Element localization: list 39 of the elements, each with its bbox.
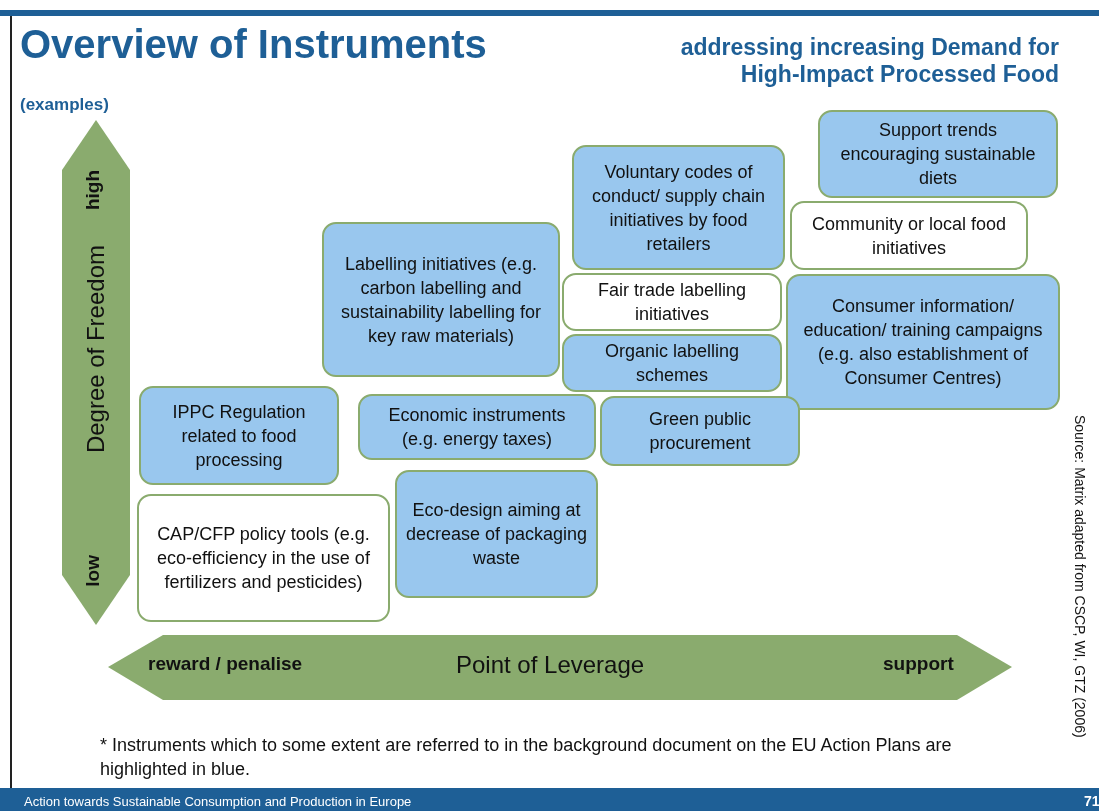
axis-end-label: support [883, 653, 954, 675]
source-note: Source: Matrix adapted from CSCP, WI, GTZ (2006) [1072, 415, 1088, 738]
instrument-box [137, 494, 390, 622]
axis-arrow [62, 120, 130, 625]
instrument-label: Green public procurement [647, 408, 753, 455]
axis-title: Point of Leverage [456, 651, 645, 679]
instrument-label: Voluntary codes of conduct/ supply chain initiatives by food retailers [590, 160, 767, 256]
instrument-label: IPPC Regulation related to food processing [171, 400, 307, 472]
instrument-box [572, 145, 785, 270]
instrument-box [600, 396, 800, 466]
instrument-label: Consumer information/ education/ training campaigns (e.g. also establishment of Consumer Centres) [802, 295, 1044, 390]
axis-end-label: high [82, 170, 104, 211]
instrument-box [786, 274, 1060, 410]
instrument-box [818, 110, 1058, 198]
instrument-label: Eco-design aiming at decrease of packaging waste [405, 499, 588, 570]
subtitle: addressing increasing Demand for High-Impact Processed Food [679, 34, 1059, 88]
footer-text: Action towards Sustainable Consumption and Production in Europe [24, 794, 412, 809]
instrument-label: Labelling initiatives (e.g. carbon labelling and sustainability labelling for key raw materials) [339, 252, 543, 348]
instrument-label: Fair trade labelling initiatives [596, 279, 748, 326]
instrument-box [395, 470, 598, 598]
axis-arrow [108, 635, 1012, 700]
footnote: * Instruments which to some extent are referred to in the background document on the EU Action Plans are highlighted in blue. [100, 734, 953, 781]
instrument-box [139, 386, 339, 485]
axis-end-label: low [82, 555, 104, 587]
instrument-label: CAP/CFP policy tools (e.g. eco-efficiency in the use of fertilizers and pesticides) [156, 523, 371, 594]
note: (examples) [20, 95, 109, 115]
instrument-label: Community or local food initiatives [810, 212, 1008, 260]
instrument-box [790, 201, 1028, 270]
instrument-label: Economic instruments (e.g. energy taxes) [387, 404, 567, 451]
axis-end-label: reward / penalise [148, 653, 303, 675]
instrument-box [562, 334, 782, 392]
instrument-label: Organic labelling schemes [603, 340, 741, 387]
instrument-label: Support trends encouraging sustainable diets [839, 119, 1037, 190]
title: Overview of Instruments [20, 22, 487, 67]
instrument-box [358, 394, 596, 460]
instrument-box [322, 222, 560, 377]
page-number: 71 [1084, 793, 1099, 809]
axis-title: Degree of Freedom [82, 245, 110, 454]
instrument-box [562, 273, 782, 331]
